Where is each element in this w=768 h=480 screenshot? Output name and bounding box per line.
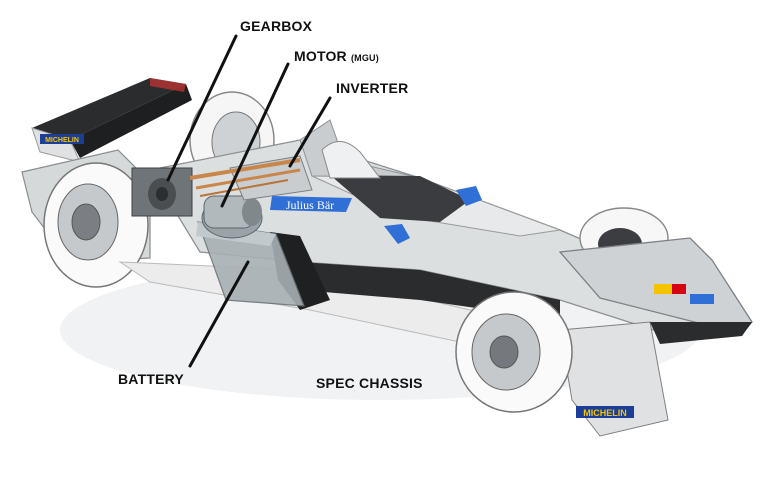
mirrors: [384, 186, 482, 244]
motor-label-sub: (MGU): [350, 53, 379, 63]
spec-chassis-label: SPEC CHASSIS: [316, 375, 423, 391]
rear-michelin-decal: MICHELIN: [45, 137, 79, 144]
cockpit: [321, 141, 470, 222]
front-michelin-decal: MICHELIN: [583, 408, 627, 418]
sidepod-intake: [270, 232, 330, 310]
inverter-label: INVERTER: [336, 80, 409, 96]
sponsor-panel: Julius Bär: [270, 196, 352, 212]
battery-leader: [188, 260, 250, 368]
gearbox-label: GEARBOX: [240, 18, 313, 34]
gearbox-unit: [131, 167, 193, 217]
motor-leader: [220, 62, 290, 208]
front-tyre-brand: MICHELIN: [576, 406, 634, 418]
inverter-leader: [288, 96, 332, 168]
gearbox-leader: [166, 34, 238, 182]
rear-tyre-brand: MICHELIN: [40, 134, 84, 144]
motor-unit: [201, 195, 263, 239]
rear-left-tyre: [43, 162, 149, 288]
leader-lines: [166, 34, 332, 368]
motor-label: MOTOR (MGU): [294, 48, 379, 64]
inverter-unit: [189, 155, 313, 201]
rear-wing: [31, 78, 192, 163]
front-left-tyre: [455, 291, 573, 413]
sponsor-decal: Julius Bär: [286, 198, 334, 212]
motor-label-text: MOTOR: [294, 48, 347, 64]
battery-label: BATTERY: [118, 371, 184, 387]
